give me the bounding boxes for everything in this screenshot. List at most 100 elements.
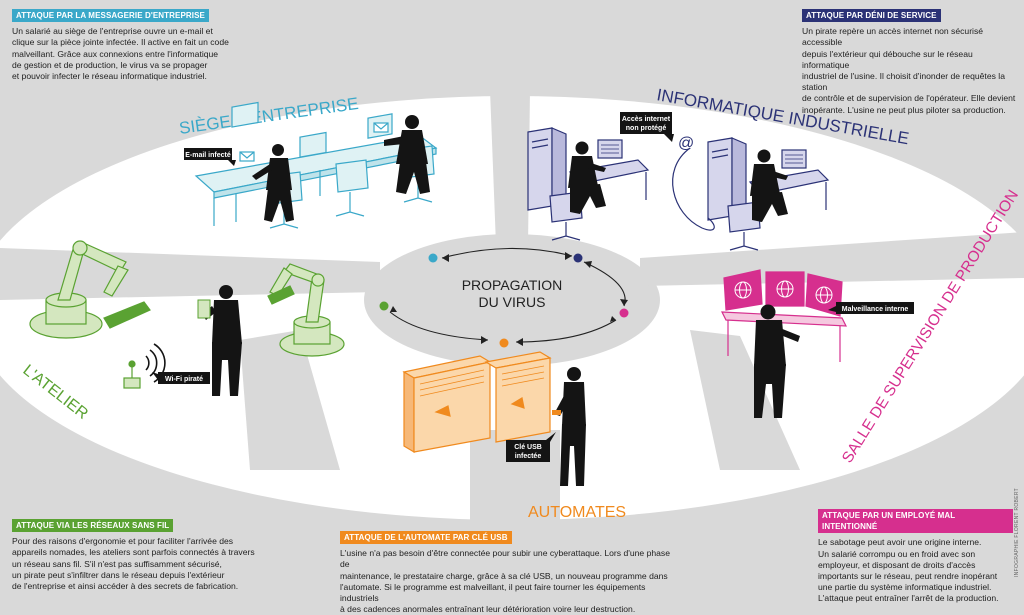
callout-usb: Clé USB infectée (506, 432, 556, 462)
desktop-monitor (231, 101, 259, 128)
propagation-center: PROPAGATION DU VIRUS (379, 247, 629, 348)
globe-icon (734, 281, 752, 299)
callout-malveillance: Malveillance interne (828, 302, 914, 314)
server-tower (707, 137, 747, 223)
node-green (379, 301, 389, 311)
node-orange (499, 338, 509, 348)
corridor-se (690, 330, 800, 470)
wifi-hacked-label: Wi-Fi piraté (165, 376, 203, 383)
scene-informatique (527, 127, 830, 251)
box-employe-line: une partie du système informatique indus… (818, 582, 992, 593)
corridor-west (0, 248, 380, 300)
propagation-title-line1: PROPAGATION (462, 277, 563, 293)
box-messagerie-line: Un salarié au siège de l'entreprise ouvr… (12, 26, 213, 37)
box-usb-line: L'usine n'a pas besoin d'être connectée … (340, 548, 671, 570)
desktop-monitor (781, 149, 807, 169)
globe-icon (815, 286, 833, 304)
box-usb-title: ATTAQUE DE L'AUTOMATE PAR CLÉ USB (340, 531, 512, 545)
propagation-title-line2: DU VIRUS (479, 294, 546, 310)
box-messagerie-title: ATTAQUE PAR LA MESSAGERIE D'ENTREPRISE (12, 9, 209, 23)
scene-salle (721, 269, 847, 362)
box-messagerie: ATTAQUE PAR LA MESSAGERIE D'ENTREPRISE U… (12, 9, 252, 82)
box-sansfil-line: de l'entreprise et ainsi accéder à des s… (12, 581, 239, 592)
network-cable (672, 147, 715, 231)
silhouette-office-woman (252, 144, 294, 222)
metal-part (103, 301, 151, 329)
arrow-top (441, 247, 573, 259)
control-desk (721, 311, 847, 327)
box-deni-line: Un pirate repère un accès internet non s… (802, 26, 984, 48)
silhouette-operator (750, 149, 788, 222)
credit-text: INFOGRAPHIE FLORENT ROBERT (1014, 487, 1020, 577)
robot-arm (29, 240, 129, 339)
corridor-north (490, 90, 530, 245)
at-sign-icon: @ (678, 135, 694, 152)
silhouette-operator (568, 141, 606, 214)
silhouette-technician-tablet (202, 285, 242, 396)
box-usb-line: maintenance, le prestataire charge, grâc… (340, 570, 668, 581)
internet-access-label-line1: Accès internet (622, 116, 671, 123)
box-messagerie-line: clique sur la pièce jointe infectée. Il … (12, 37, 229, 48)
box-deni-line: de contrôle et de supervision de l'opéra… (802, 93, 1016, 104)
scene-atelier (29, 240, 345, 389)
box-messagerie-line: et pouvoir infecter le réseau informatiq… (12, 71, 207, 82)
tablet-device (197, 299, 211, 319)
callout-internet-access: Accès internet non protégé (620, 112, 674, 142)
arrow-bottom-right (515, 319, 617, 343)
envelope-icon (373, 122, 389, 133)
box-deni-line: inopérante. L'usine ne peut plus piloter… (802, 104, 1006, 115)
box-sansfil-line: appareils nomades, les ateliers sont par… (12, 547, 255, 558)
callout-email: E-mail infecté (184, 148, 236, 166)
box-sansfil: ATTAQUE VIA LES RÉSEAUX SANS FIL Pour de… (12, 519, 262, 592)
plc-cabinet (402, 355, 492, 454)
usb-key-icon (552, 410, 561, 415)
internet-access-label-line2: non protégé (626, 125, 667, 132)
wifi-antenna-icon (123, 360, 141, 389)
silhouette-maintenance-provider (554, 367, 586, 486)
scene-automates (402, 351, 552, 454)
box-messagerie-line: de gestion et de production, le virus va… (12, 59, 208, 70)
box-usb-line: l'automate. Si le programme est malveill… (340, 581, 646, 604)
arrow-left (389, 311, 489, 341)
box-sansfil-line: un réseau sans fil. S'il n'est pas suffi… (12, 558, 222, 569)
box-usb: ATTAQUE DE L'AUTOMATE PAR CLÉ USB L'usin… (340, 531, 680, 615)
silhouette-office-man (384, 115, 430, 194)
box-sansfil-line: un pirate peut s'infiltrer dans le résea… (12, 569, 225, 580)
box-employe-line: importants sur le réseau, peut rendre in… (818, 571, 998, 582)
server-tower (527, 127, 567, 213)
desktop-monitor (299, 131, 327, 158)
node-cyan (428, 253, 438, 263)
metal-part (267, 285, 295, 305)
box-employe-line: L'attaque peut entraîner l'arrêt de la p… (818, 593, 999, 604)
box-sansfil-title: ATTAQUE VIA LES RÉSEAUX SANS FIL (12, 519, 174, 533)
usb-label-line2: infectée (515, 453, 542, 460)
envelope-icon (239, 151, 255, 162)
callout-wifi: Wi-Fi piraté (152, 372, 210, 384)
corridor-sw (240, 330, 340, 470)
desktop-monitor (597, 139, 623, 159)
box-employe-line: employeur, et disposant de droits d'accè… (818, 559, 976, 570)
box-deni: ATTAQUE PAR DÉNI DE SERVICE Un pirate re… (802, 9, 1022, 116)
corridor-east (640, 232, 1024, 286)
box-employe: ATTAQUE PAR UN EMPLOYÉ MAL INTENTIONNÉ L… (818, 509, 1013, 605)
box-deni-line: industriel de l'usine. Il choisit d'inon… (802, 71, 1005, 93)
box-employe-line: Un salarié corrompu ou en froid avec son (818, 548, 976, 559)
office-chair (335, 159, 369, 217)
usb-label-line1: Clé USB (514, 444, 542, 451)
node-magenta (619, 308, 629, 318)
globe-icon (776, 280, 794, 298)
silhouette-saboteur (754, 304, 800, 418)
zone-title-automates: AUTOMATES (528, 504, 626, 521)
email-infected-label: E-mail infecté (185, 152, 231, 159)
box-deni-line: depuis l'extérieur qui débouche sur le r… (802, 48, 973, 70)
robot-arm (269, 263, 345, 357)
malveillance-label: Malveillance interne (842, 306, 909, 313)
box-usb-line: à des cadences anormales entraînant leur… (340, 604, 636, 615)
plc-cabinet (484, 351, 552, 443)
box-deni-title: ATTAQUE PAR DÉNI DE SERVICE (802, 9, 941, 23)
node-navy (573, 253, 583, 263)
box-employe-title: ATTAQUE PAR UN EMPLOYÉ MAL INTENTIONNÉ (818, 509, 1013, 534)
box-messagerie-line: malveillant. Grâce aux connexions entre … (12, 48, 219, 59)
box-employe-line: Le sabotage peut avoir une origine inter… (818, 537, 982, 548)
